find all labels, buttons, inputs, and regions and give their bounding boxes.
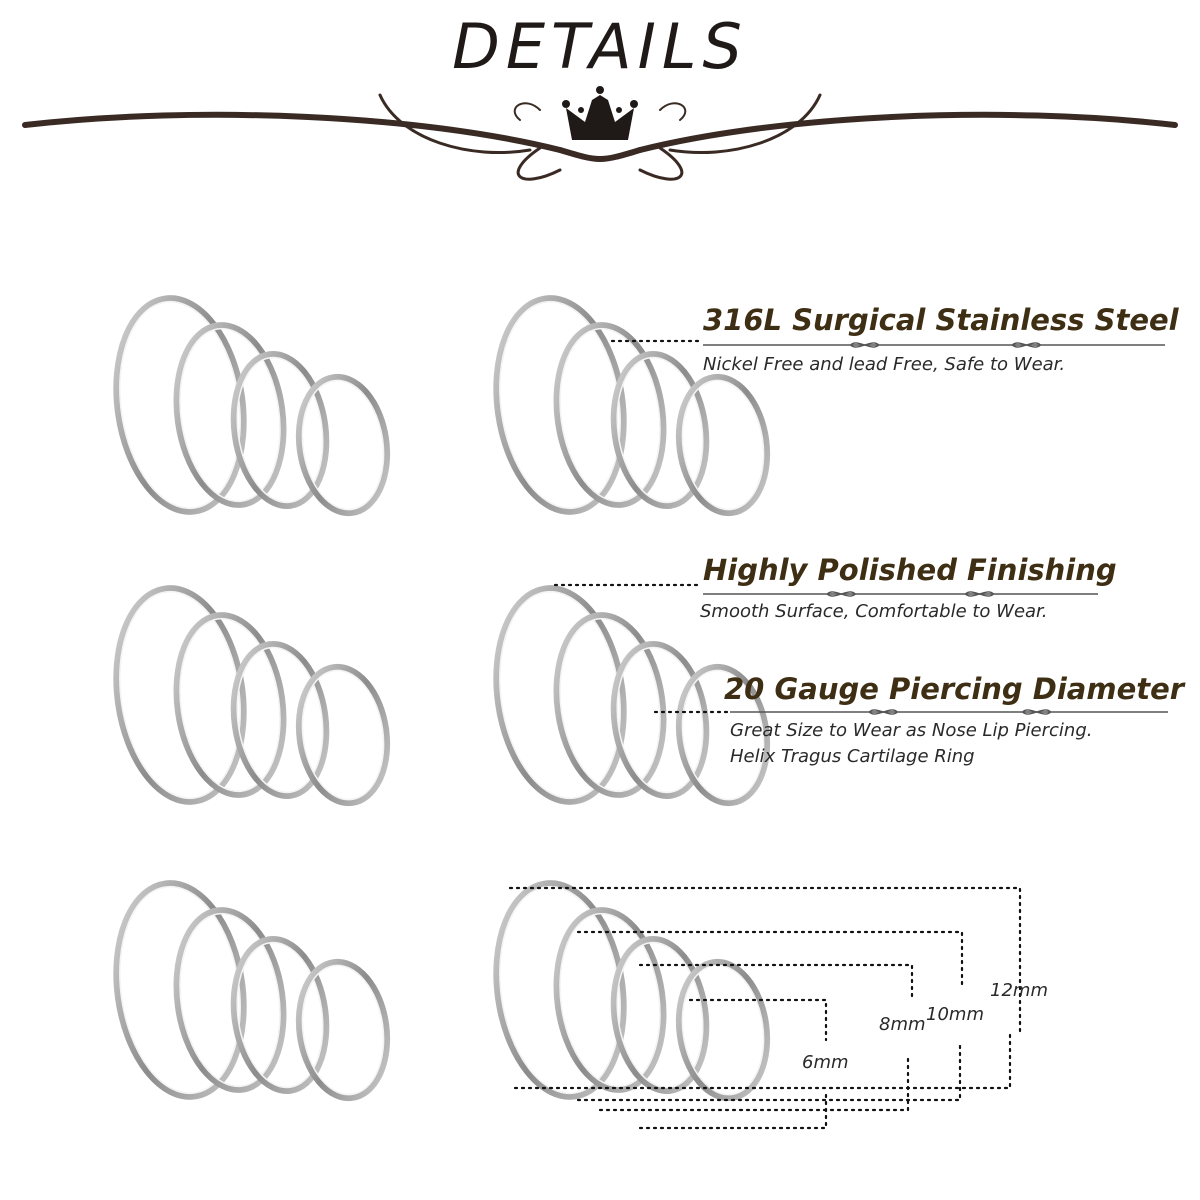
size-label-12mm: 12mm	[990, 980, 1048, 1001]
size-label-8mm: 8mm	[879, 1014, 926, 1035]
hoop-ring-icon	[113, 585, 247, 805]
hoop-ring-set	[113, 880, 391, 1102]
page-title: DETAILS	[452, 10, 748, 83]
hoop-ring-set	[493, 295, 771, 517]
ring-groups	[113, 295, 771, 1102]
size-label-6mm: 6mm	[802, 1052, 849, 1073]
hoop-ring-icon	[610, 350, 710, 510]
ring-highlight	[236, 941, 324, 1089]
infinity-flourish-icon	[826, 591, 856, 597]
ring-highlight	[681, 379, 765, 511]
dotted-callout-line	[508, 886, 1022, 1037]
ring-highlight	[236, 646, 324, 794]
hoop-ring-icon	[553, 322, 667, 508]
hoop-ring-icon	[230, 935, 330, 1095]
hoop-ring-icon	[173, 612, 287, 798]
dotted-callout-line	[688, 998, 828, 1042]
dotted-callout-line	[598, 1056, 910, 1112]
hoop-ring-icon	[295, 663, 391, 807]
ring-highlight	[559, 327, 661, 503]
ring-highlight	[616, 646, 704, 794]
hoop-ring-set	[493, 585, 771, 807]
hoop-ring-icon	[553, 907, 667, 1093]
dotted-callout-line	[576, 930, 964, 987]
feature-title-material: 316L Surgical Stainless Steel	[703, 303, 1179, 337]
ring-highlight	[301, 379, 385, 511]
ring-highlight	[236, 356, 324, 504]
hoop-ring-icon	[493, 295, 627, 515]
ring-highlight	[179, 617, 281, 793]
infinity-flourish-icon	[868, 709, 898, 715]
dotted-callout-line	[638, 963, 914, 1002]
feature-title-gauge: 20 Gauge Piercing Diameter	[724, 672, 1185, 706]
feature-desc-finish: Smooth Surface, Comfortable to Wear.	[700, 601, 1048, 622]
hoop-ring-icon	[173, 322, 287, 508]
ring-highlight	[616, 356, 704, 504]
ring-highlight	[681, 964, 765, 1096]
ring-highlight	[681, 669, 765, 801]
hoop-ring-set	[493, 880, 771, 1102]
flourishes	[703, 342, 1168, 715]
hoop-ring-set	[113, 585, 391, 807]
hoop-ring-icon	[295, 373, 391, 517]
ring-highlight	[179, 912, 281, 1088]
ring-highlight	[559, 912, 661, 1088]
hoop-ring-icon	[113, 295, 247, 515]
infinity-flourish-icon	[1022, 709, 1052, 715]
infinity-flourish-icon	[965, 591, 994, 597]
ring-highlight	[179, 327, 281, 503]
size-label-10mm: 10mm	[926, 1004, 984, 1025]
ring-highlight	[301, 964, 385, 1096]
hoop-ring-icon	[675, 663, 771, 807]
dotted-callout-line	[576, 1043, 962, 1102]
swirl-ornament-icon	[22, 93, 1178, 181]
hoop-ring-icon	[230, 640, 330, 800]
hoop-ring-icon	[553, 612, 667, 798]
hoop-ring-icon	[113, 880, 247, 1100]
hoop-ring-icon	[675, 958, 771, 1102]
callout-lines	[508, 339, 1022, 1130]
dotted-callout-line	[638, 1088, 828, 1130]
hoop-ring-icon	[173, 907, 287, 1093]
ring-highlight	[301, 669, 385, 801]
hoop-ring-icon	[610, 640, 710, 800]
feature-desc-gauge-2: Helix Tragus Cartilage Ring	[730, 746, 975, 767]
infinity-flourish-icon	[850, 342, 880, 348]
hoop-ring-icon	[610, 935, 710, 1095]
feature-title-finish: Highly Polished Finishing	[703, 553, 1117, 587]
hoop-ring-icon	[493, 880, 627, 1100]
dotted-callout-line	[513, 1028, 1012, 1090]
feature-desc-gauge-1: Great Size to Wear as Nose Lip Piercing.	[730, 720, 1093, 741]
infinity-flourish-icon	[1011, 342, 1041, 348]
hoop-ring-set	[113, 295, 391, 517]
hoop-ring-icon	[295, 958, 391, 1102]
hoop-ring-icon	[675, 373, 771, 517]
ring-highlight	[559, 617, 661, 793]
hoop-ring-icon	[493, 585, 627, 805]
feature-desc-material: Nickel Free and lead Free, Safe to Wear.	[703, 354, 1066, 375]
hoop-ring-icon	[230, 350, 330, 510]
crown-icon	[562, 86, 638, 140]
